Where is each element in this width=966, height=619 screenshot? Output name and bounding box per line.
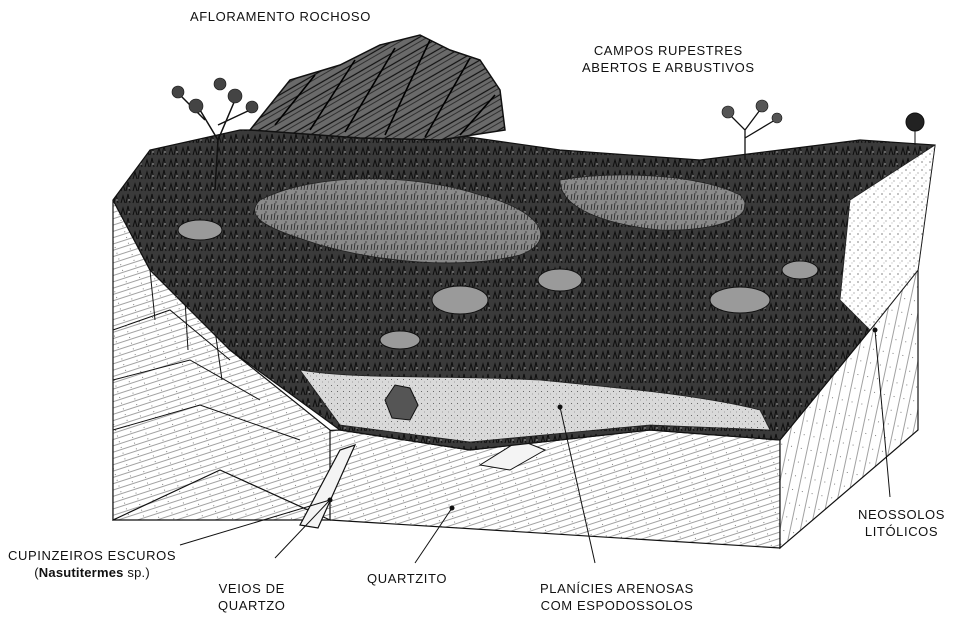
label-cupinzeiros-species: sp.	[127, 565, 145, 580]
label-campos-line1: CAMPOS RUPESTRES	[582, 42, 755, 59]
label-campos-line2: ABERTOS E ARBUSTIVOS	[582, 59, 755, 76]
rock-outcrop	[250, 35, 505, 140]
label-neossolos-line1: NEOSSOLOS	[858, 506, 945, 523]
label-cupinzeiros-line2: (Nasutitermes sp.)	[8, 564, 176, 581]
label-veios-de-quartzo: VEIOS DE QUARTZO	[218, 580, 286, 614]
label-neossolos-line2: LITÓLICOS	[858, 523, 945, 540]
tree-left-canopy	[172, 78, 258, 113]
label-planicies-line1: PLANÍCIES ARENOSAS	[540, 580, 694, 597]
tree-far-right	[906, 113, 924, 145]
label-afloramento-rochoso: AFLORAMENTO ROCHOSO	[190, 8, 371, 25]
label-neossolos-litolicos: NEOSSOLOS LITÓLICOS	[858, 506, 945, 540]
label-planicies-line2: COM ESPODOSSOLOS	[540, 597, 694, 614]
tree-right-canopy	[722, 100, 782, 123]
label-planicies-arenosas: PLANÍCIES ARENOSAS COM ESPODOSSOLOS	[540, 580, 694, 614]
label-cupinzeiros: CUPINZEIROS ESCUROS (Nasutitermes sp.)	[8, 547, 176, 581]
label-cupinzeiros-line1: CUPINZEIROS ESCUROS	[8, 547, 176, 564]
label-veios-line1: VEIOS DE	[218, 580, 286, 597]
label-quartzito: QUARTZITO	[367, 570, 447, 587]
label-campos-rupestres: CAMPOS RUPESTRES ABERTOS E ARBUSTIVOS	[582, 42, 755, 76]
label-cupinzeiros-genus: Nasutitermes	[39, 565, 124, 580]
label-veios-line2: QUARTZO	[218, 597, 286, 614]
